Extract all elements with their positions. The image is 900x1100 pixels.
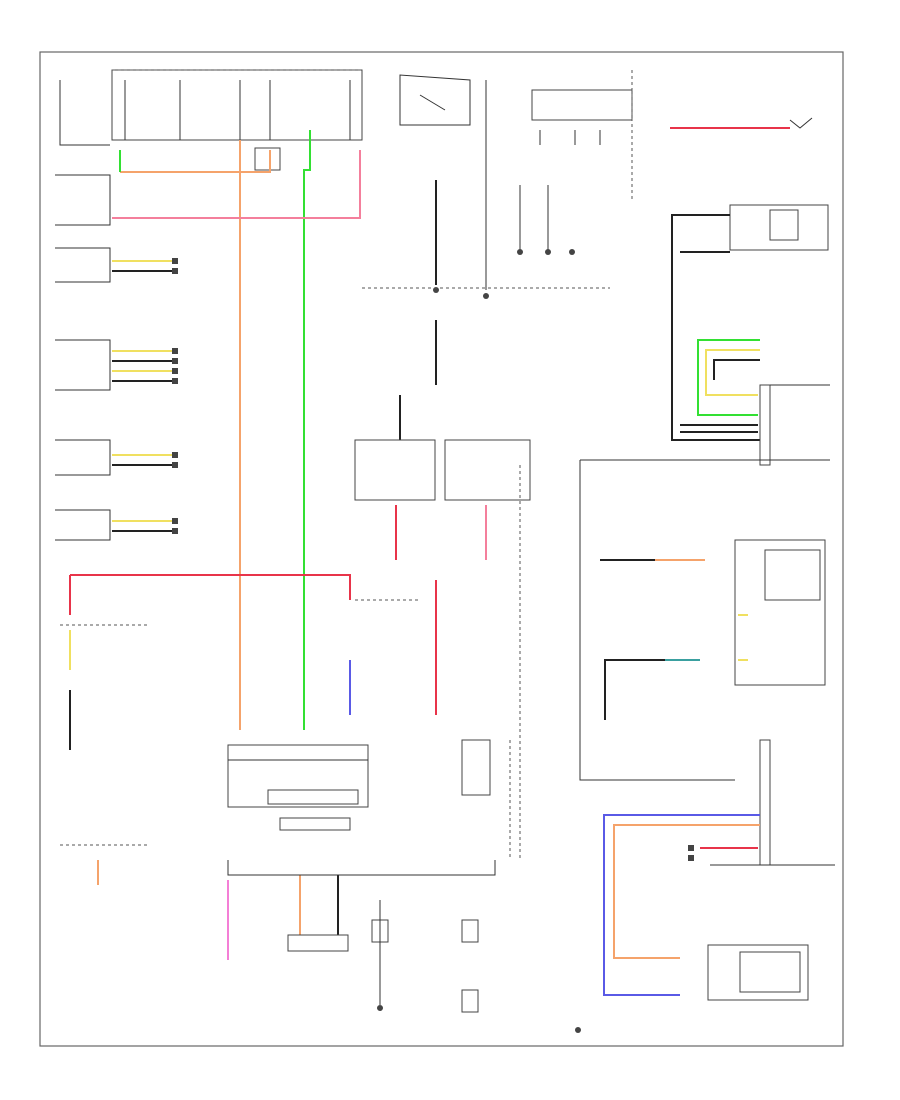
lower-right-module bbox=[603, 739, 835, 1001]
green-wire bbox=[303, 130, 311, 730]
diagram-frame bbox=[39, 51, 844, 1047]
bottom-center-region bbox=[227, 817, 581, 1033]
red-main-wire bbox=[70, 574, 351, 600]
pink-top-wire bbox=[112, 150, 361, 219]
top-right-modules bbox=[517, 70, 829, 441]
left-components bbox=[55, 80, 178, 541]
top-left-relay-block bbox=[111, 69, 363, 171]
guide-lines bbox=[60, 287, 610, 860]
right-seat-module bbox=[579, 459, 830, 781]
right-sensor-wires bbox=[680, 339, 830, 466]
left-connector-stubs bbox=[112, 260, 172, 532]
orange-top-wire bbox=[120, 150, 271, 173]
power-supply-box bbox=[227, 739, 511, 860]
